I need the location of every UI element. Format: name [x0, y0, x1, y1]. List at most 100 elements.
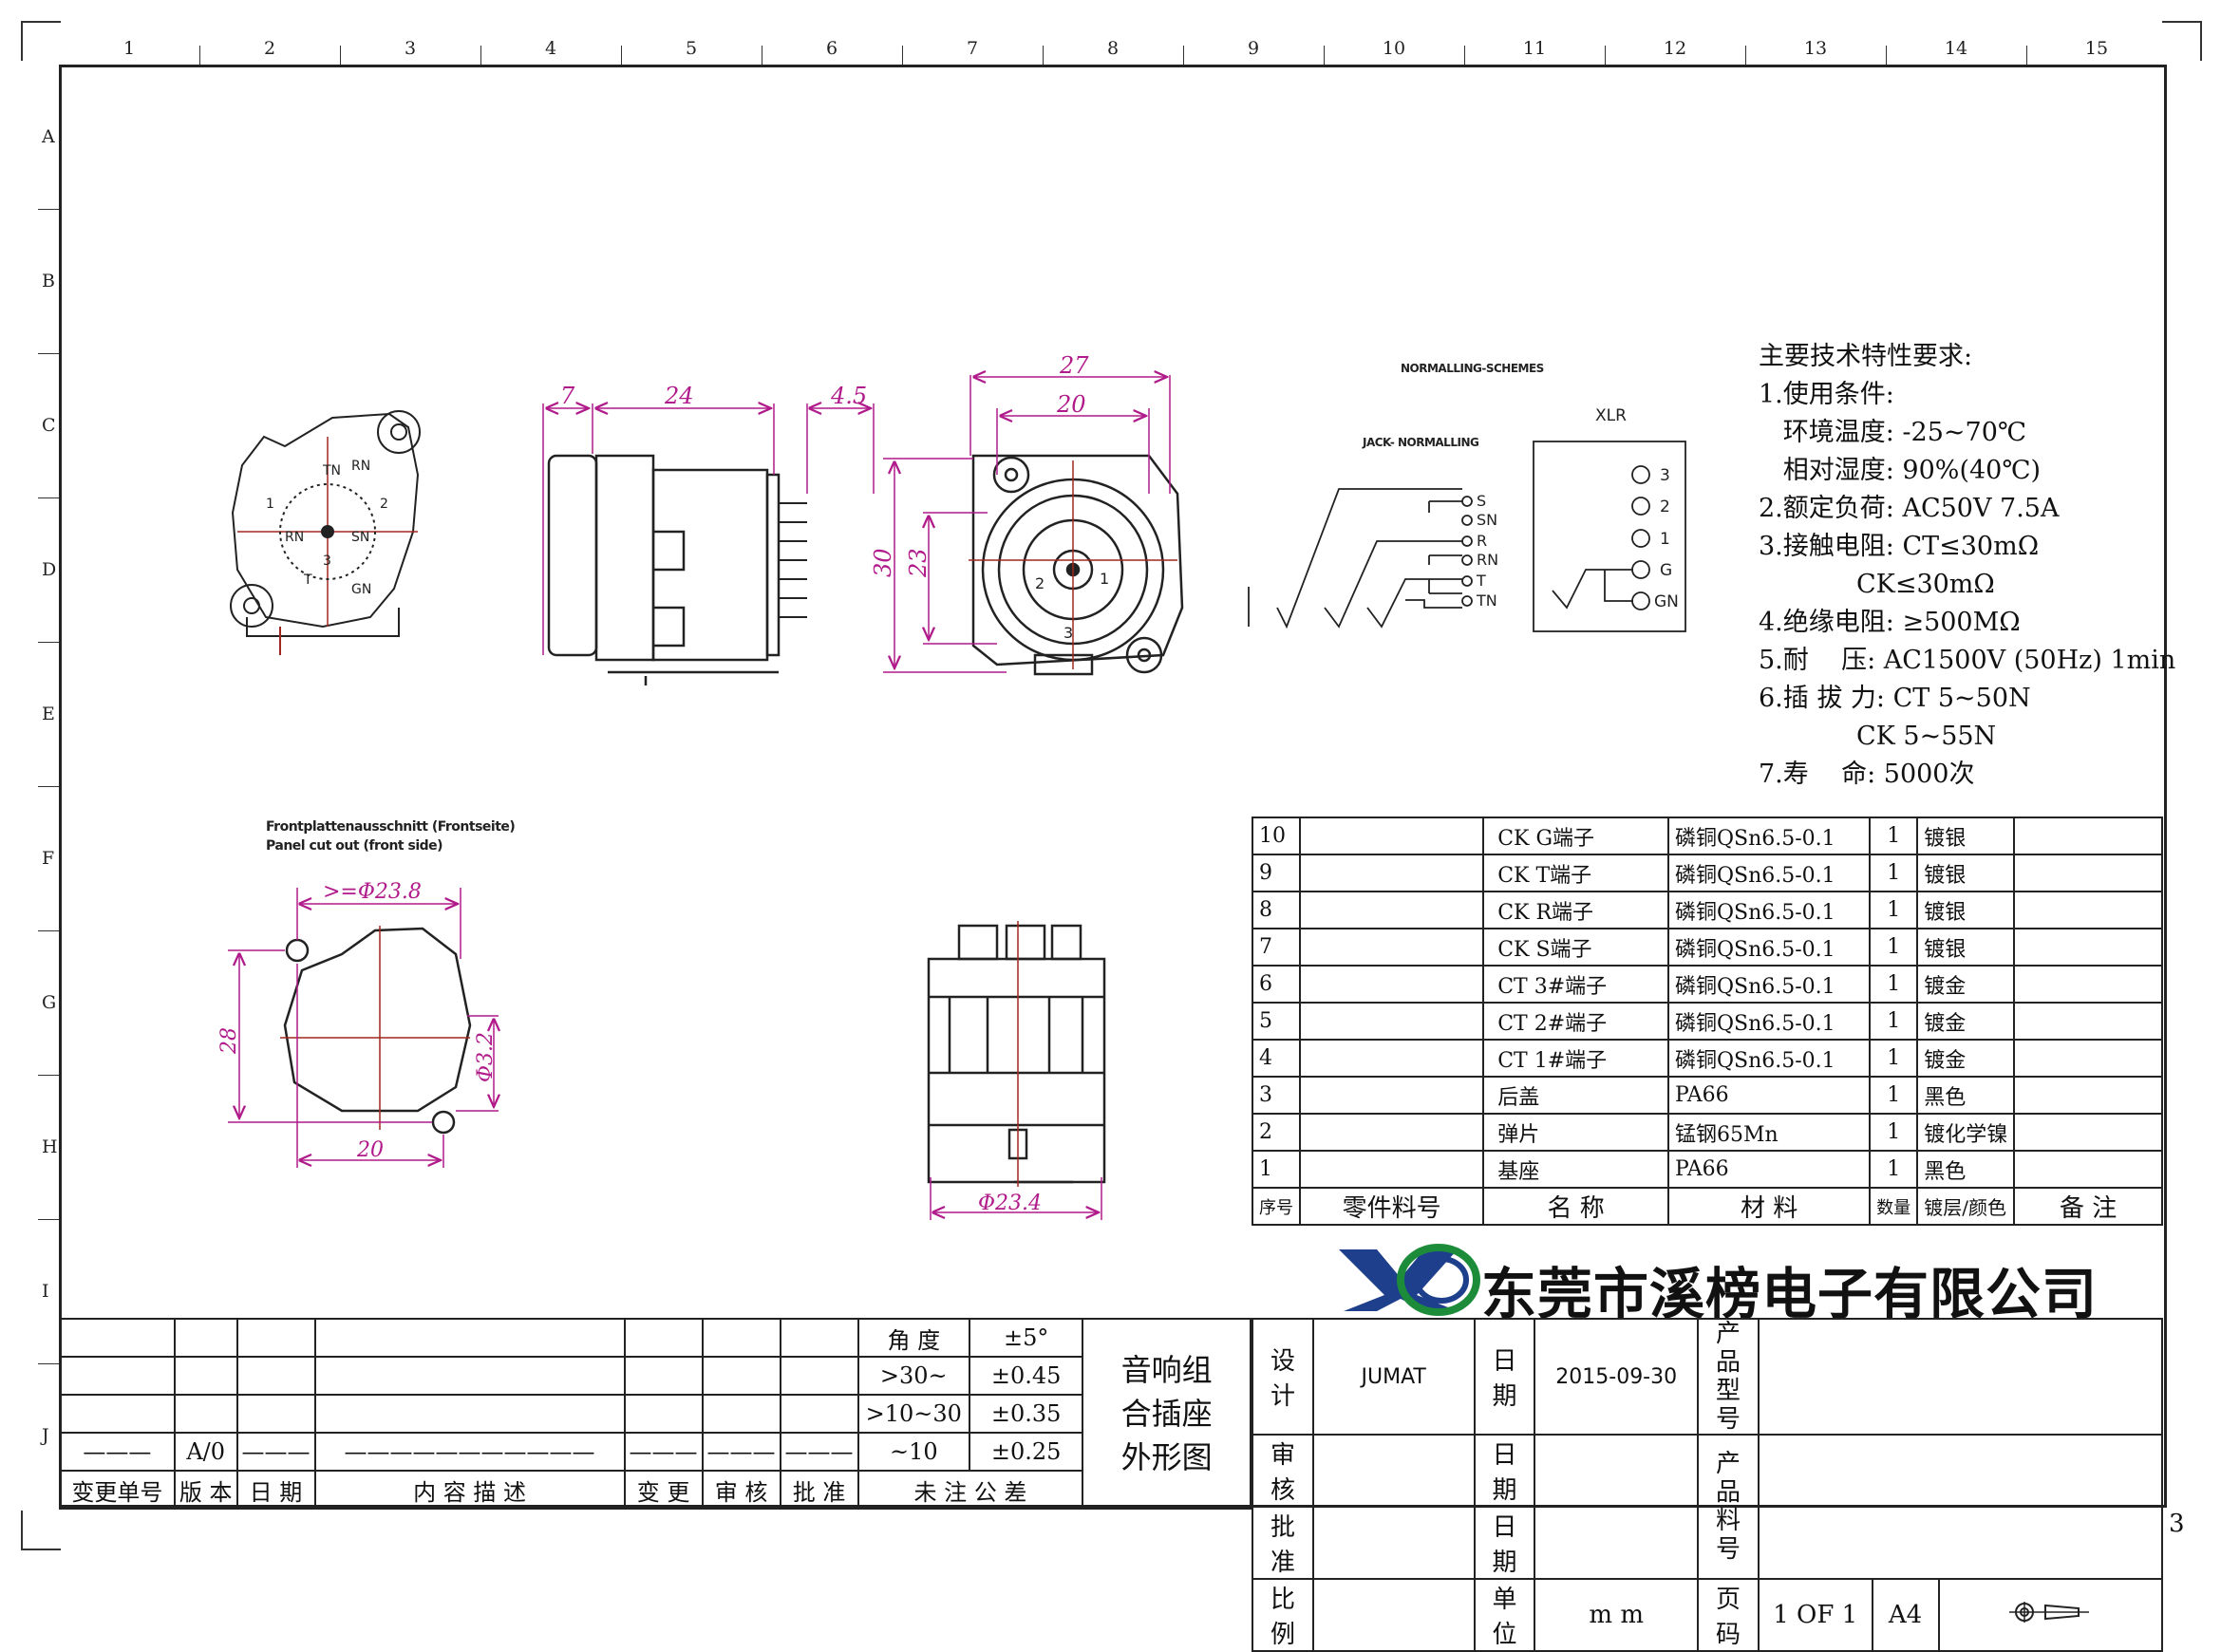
parts-cell-finish: 镀银	[1916, 928, 2016, 967]
ruler-row-C: C	[42, 415, 56, 436]
svg-text:3: 3	[1063, 624, 1073, 642]
front-view-drawing	[971, 454, 1184, 676]
dim-cutout-diameter: >=Φ23.8	[323, 880, 422, 904]
parts-cell-qty: 1	[1869, 928, 1919, 967]
cutout-dimension-labels: >=Φ23.8 28 20 Φ3.2	[217, 880, 498, 1162]
unit-value: m m	[1534, 1578, 1699, 1652]
spec-line: 1.使用条件:	[1759, 380, 1894, 409]
dim-20-cutout: 20	[356, 1138, 384, 1162]
ruler-tick	[340, 46, 341, 65]
ruler-column-3: 3	[404, 38, 417, 59]
ruler-tick	[38, 1219, 59, 1220]
parts-cell-note	[2013, 891, 2163, 929]
cutout-title: Frontplattenausschnitt (Frontseite) Pane…	[266, 819, 516, 854]
svg-text:JACK- NORMALLING: JACK- NORMALLING	[1362, 436, 1478, 449]
page-value: 1 OF 1	[1757, 1578, 1873, 1652]
spec-line: CK≤30mΩ	[1759, 570, 1995, 599]
parts-cell-no: 9	[1252, 854, 1301, 892]
ruler-row-A: A	[42, 126, 55, 147]
parts-cell-material: PA66	[1666, 1150, 1872, 1189]
parts-cell-material: 磷铜QSn6.5-0.1	[1666, 1002, 1872, 1041]
parts-cell-name: CK T端子	[1482, 854, 1669, 892]
ruler-row-I: I	[42, 1281, 49, 1302]
corner-mark-top-right	[2162, 21, 2202, 61]
parts-cell-qty: 1	[1869, 854, 1919, 892]
parts-cell-name: CK S端子	[1482, 928, 1669, 967]
revision-block: 角 度 ±5° 音响组合插座外形图 >30~ ±0.45 >10~30 ±0.3…	[59, 1318, 1252, 1510]
parts-cell-finish: 镀金	[1916, 965, 2016, 1004]
ruler-tick	[38, 930, 59, 931]
tolerance-key-2: >10~30	[856, 1394, 971, 1434]
parts-cell-name: 后盖	[1482, 1076, 1669, 1115]
parts-cell-material: 磷铜QSn6.5-0.1	[1666, 817, 1872, 855]
svg-text:2: 2	[1660, 497, 1670, 516]
svg-text:Panel cut out (front side): Panel cut out (front side)	[266, 838, 442, 854]
ruler-row-J: J	[42, 1425, 49, 1446]
parts-cell-finish: 黑色	[1916, 1076, 2016, 1115]
parts-cell-no: 1	[1252, 1150, 1301, 1189]
svg-text:RN: RN	[351, 459, 370, 474]
parts-cell-code	[1298, 1150, 1485, 1189]
bottom-view-dimension	[930, 1177, 1102, 1220]
parts-cell-qty: 1	[1869, 1002, 1919, 1041]
parts-cell-name: CK G端子	[1482, 817, 1669, 855]
paper-size: A4	[1871, 1578, 1940, 1652]
ruler-row-H: H	[42, 1136, 58, 1157]
parts-cell-finish: 黑色	[1916, 1150, 2016, 1189]
ruler-column-10: 10	[1382, 38, 1406, 59]
header-qty: 数量	[1869, 1187, 1919, 1226]
svg-text:3: 3	[1660, 466, 1670, 485]
ruler-row-E: E	[42, 704, 55, 724]
ruler-column-11: 11	[1522, 38, 1547, 59]
parts-cell-no: 3	[1252, 1076, 1301, 1115]
cutout-centerlines	[280, 926, 470, 1130]
company-name: 东莞市溪榜电子有限公司	[1481, 1262, 2099, 1326]
dim-bottom-diameter: Φ23.4	[978, 1192, 1042, 1215]
front-view-dimension-labels: 27 20 30 23	[870, 352, 1089, 578]
dim-23: 23	[905, 548, 932, 578]
tolerance-value-1: ±0.45	[969, 1356, 1084, 1396]
ruler-tick	[2026, 46, 2027, 65]
svg-text:GN: GN	[351, 582, 371, 597]
parts-cell-no: 7	[1252, 928, 1301, 967]
svg-text:SN: SN	[1477, 511, 1497, 529]
ruler-column-5: 5	[685, 38, 698, 59]
dim-20: 20	[1056, 391, 1086, 418]
parts-cell-qty: 1	[1869, 1150, 1919, 1189]
side-view-dimension-labels: 7 24 4.5	[560, 383, 867, 409]
ruler-tick	[199, 46, 200, 65]
drawing-title: 音响组合插座外形图	[1082, 1318, 1252, 1510]
parts-cell-no: 6	[1252, 965, 1301, 1004]
svg-text:1: 1	[1660, 530, 1670, 549]
ruler-tick	[1324, 46, 1325, 65]
svg-text:2: 2	[380, 497, 388, 512]
parts-cell-code	[1298, 1002, 1485, 1041]
parts-cell-note	[2013, 1002, 2163, 1041]
svg-text:NORMALLING-SCHEMES: NORMALLING-SCHEMES	[1401, 362, 1544, 375]
spec-line: 6.插 拔 力: CT 5~50N	[1759, 684, 2031, 713]
tolerance-label: 未 注 公 差	[856, 1470, 1084, 1510]
parts-header-row: 序号 零件料号 名 称 材 料 数量 镀层/颜色 备 注	[1252, 1187, 2163, 1226]
svg-text:S: S	[1477, 492, 1486, 510]
ruler-column-14: 14	[1944, 38, 1968, 59]
spec-line: 3.接触电阻: CT≤30mΩ	[1759, 532, 2040, 561]
parts-cell-material: 磷铜QSn6.5-0.1	[1666, 854, 1872, 892]
ruler-row-G: G	[42, 992, 57, 1013]
parts-cell-code	[1298, 854, 1485, 892]
ruler-column-7: 7	[966, 38, 979, 59]
ruler-column-13: 13	[1803, 38, 1828, 59]
svg-text:XLR: XLR	[1595, 406, 1627, 425]
parts-cell-qty: 1	[1869, 891, 1919, 929]
company-logo	[1339, 1244, 1480, 1316]
tolerance-value-2: ±0.35	[969, 1394, 1084, 1434]
bottom-view-drawing	[927, 924, 1106, 1184]
parts-cell-qty: 1	[1869, 965, 1919, 1004]
parts-cell-no: 5	[1252, 1002, 1301, 1041]
